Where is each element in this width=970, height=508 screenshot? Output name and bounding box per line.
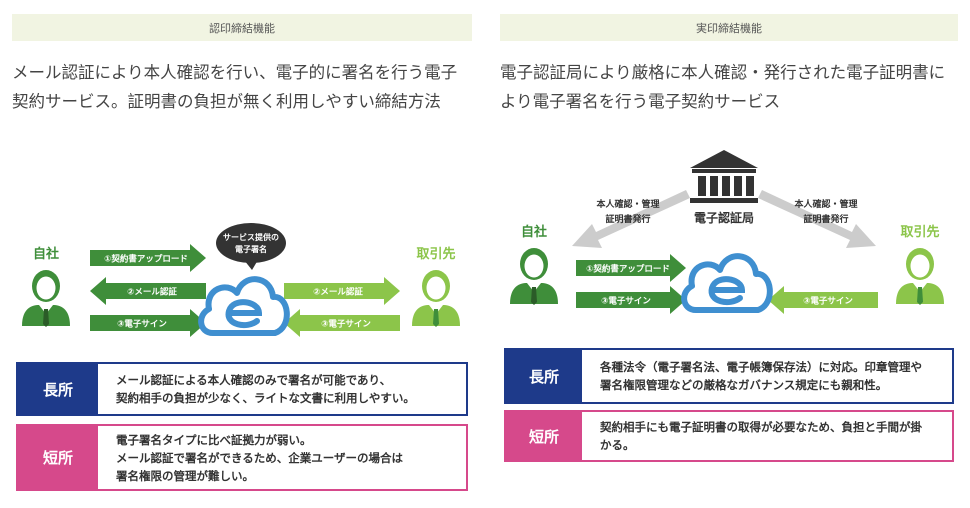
arrow-sign-partner: ③電子サイン	[284, 309, 400, 337]
partner-label: 取引先	[900, 224, 939, 240]
arrow-email-self-label: ②メール認証	[127, 287, 177, 298]
arrow-sign-partner: ③電子サイン	[768, 286, 878, 314]
cons-tag: 短所	[18, 426, 98, 489]
cloud-icon	[681, 253, 773, 313]
issue-left-line2: 証明書発行	[605, 213, 650, 225]
issue-arrow-left	[572, 190, 690, 248]
pros-text: メール認証による本人確認のみで署名が可能であり、 契約相手の負担が少なく、ライト…	[116, 373, 415, 405]
seal-signing-panel: 認印締結機能 メール認証により本人確認を行い、電子的に署名を行う電子契約サービス…	[12, 0, 472, 508]
partner-person-icon	[412, 270, 460, 327]
arrow-upload: ①契約書アップロード	[90, 244, 206, 272]
panel-description: メール認証により本人確認を行い、電子的に署名を行う電子契約サービス。証明書の負担…	[12, 63, 458, 111]
cons-box: 短所 契約相手にも電子証明書の取得が必要なため、負担と手間が掛 かる。	[504, 410, 954, 462]
partner-person-icon	[896, 248, 944, 305]
pros-tag: 長所	[506, 350, 582, 402]
arrow-sign-partner-label: ③電子サイン	[321, 320, 371, 330]
cloud-icon	[198, 276, 290, 336]
arrow-sign-partner-label: ③電子サイン	[803, 297, 853, 307]
arrow-sign-self-label: ③電子サイン	[601, 297, 651, 307]
authority-label: 電子認証局	[694, 210, 754, 225]
arrow-email-partner-label: ②メール認証	[313, 287, 363, 298]
issue-arrow-right	[758, 190, 876, 248]
bubble-line2: 電子署名	[235, 244, 267, 254]
arrow-sign-self-label: ③電子サイン	[117, 320, 167, 330]
certificate-authority-building-icon	[690, 150, 758, 203]
arrow-upload: ①契約書アップロード	[576, 254, 686, 282]
cons-box: 短所 電子署名タイプに比べ証拠力が弱い。 メール認証で署名ができるため、企業ユー…	[16, 424, 468, 491]
arrow-upload-label: ①契約書アップロード	[104, 254, 188, 265]
panel-header: 実印締結機能	[500, 14, 958, 41]
arrow-upload-label: ①契約書アップロード	[586, 264, 670, 275]
panel-header: 認印締結機能	[12, 14, 472, 41]
issue-right-line1: 本人確認・管理	[794, 198, 857, 210]
self-label: 自社	[33, 246, 59, 262]
service-signature-bubble: サービス提供の 電子署名	[216, 223, 286, 270]
cons-tag: 短所	[506, 412, 582, 460]
pros-tag: 長所	[18, 364, 98, 414]
self-person-icon	[22, 270, 70, 327]
arrow-email-partner: ②メール認証	[284, 277, 400, 305]
issue-right-line2: 証明書発行	[803, 213, 848, 225]
issue-left-line1: 本人確認・管理	[596, 198, 659, 210]
pros-box: 長所 各種法令（電子署名法、電子帳簿保存法）に対応。印章管理や 署名権限管理など…	[504, 348, 954, 404]
arrow-sign-self: ③電子サイン	[90, 309, 206, 337]
bubble-line1: サービス提供の	[223, 232, 279, 242]
panel-description: 電子認証局により厳格に本人確認・発行された電子証明書により電子署名を行う電子契約…	[500, 63, 946, 111]
self-person-icon	[510, 248, 558, 305]
partner-label: 取引先	[416, 246, 455, 262]
cons-text: 電子署名タイプに比べ証拠力が弱い。 メール認証で署名ができるため、企業ユーザーの…	[116, 432, 404, 483]
arrow-email-self: ②メール認証	[90, 277, 206, 305]
cons-text: 契約相手にも電子証明書の取得が必要なため、負担と手間が掛 かる。	[600, 420, 922, 452]
arrow-sign-self: ③電子サイン	[576, 286, 686, 314]
self-label: 自社	[521, 224, 547, 240]
pros-box: 長所 メール認証による本人確認のみで署名が可能であり、 契約相手の負担が少なく、…	[16, 362, 468, 416]
pros-text: 各種法令（電子署名法、電子帳簿保存法）に対応。印章管理や 署名権限管理などの厳格…	[600, 360, 922, 392]
registered-seal-signing-panel: 実印締結機能 電子認証局により厳格に本人確認・発行された電子証明書により電子署名…	[500, 0, 958, 508]
